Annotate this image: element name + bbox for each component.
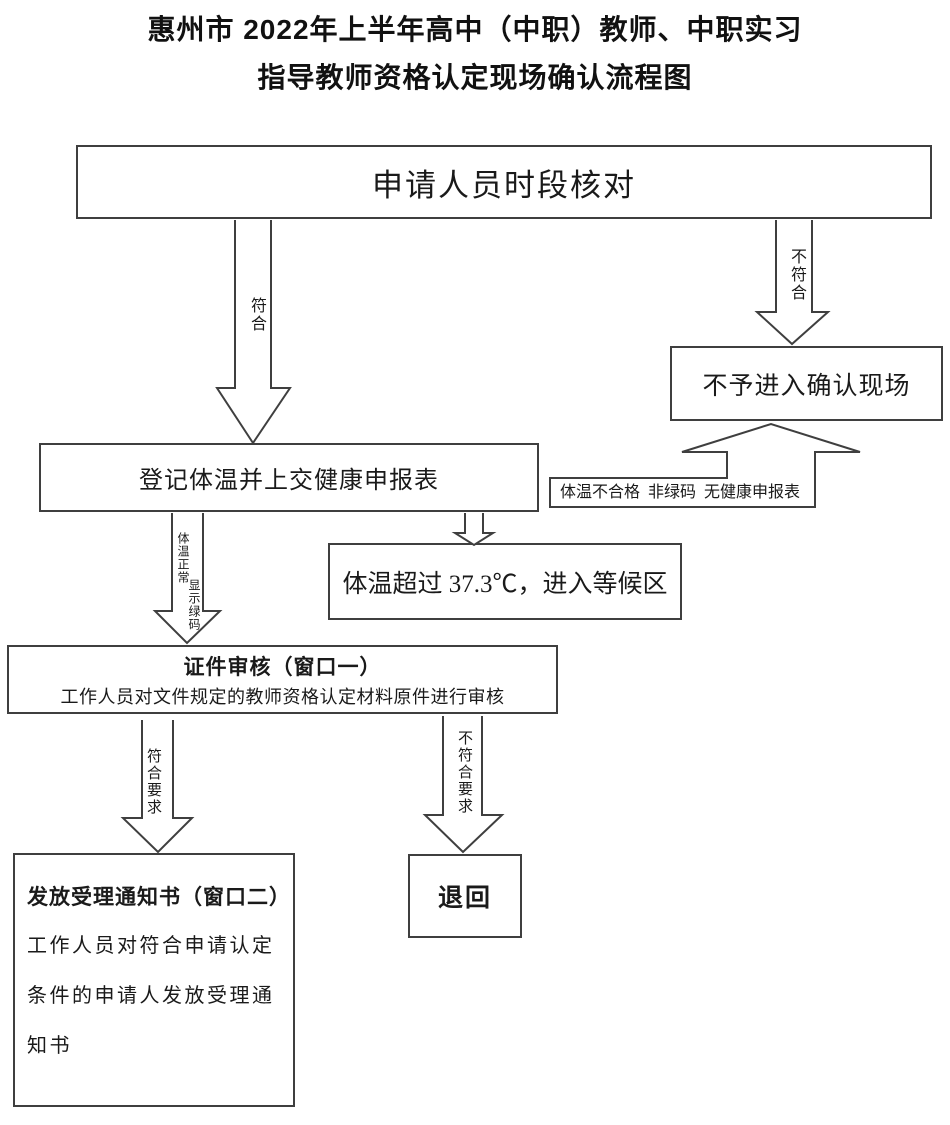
arrow-not-meet-req-down-icon bbox=[422, 716, 505, 854]
arrow-fail-down-icon bbox=[754, 220, 831, 346]
edge-label-meet-requirements: 符合要求 bbox=[145, 748, 161, 816]
node-issue-notice-desc: 工作人员对符合申请认定条件的申请人发放受理通知书 bbox=[27, 935, 275, 1057]
arrow-temp-ok-down-icon bbox=[152, 513, 223, 645]
node-credential-check-title: 证件审核（窗口一） bbox=[183, 655, 382, 679]
node-return: 退回 bbox=[408, 854, 522, 938]
page-title-line1: 惠州市 2022年上半年高中（中职）教师、中职实习 bbox=[147, 14, 803, 45]
node-fever-waiting-area-label: 体温超过 37.3℃，进入等候区 bbox=[342, 570, 668, 598]
node-time-check: 申请人员时段核对 bbox=[76, 145, 932, 219]
node-deny-entry: 不予进入确认现场 bbox=[670, 346, 943, 421]
edge-label-temp-fail-note: 体温不合格 非绿码 无健康申报表 bbox=[560, 484, 801, 501]
node-deny-entry-label: 不予进入确认现场 bbox=[702, 372, 911, 400]
node-fever-waiting-area: 体温超过 37.3℃，进入等候区 bbox=[328, 543, 682, 620]
node-return-label: 退回 bbox=[437, 885, 492, 912]
edge-label-fail: 不符合 bbox=[788, 248, 805, 302]
node-issue-notice: 发放受理通知书（窗口二） 工作人员对符合申请认定条件的申请人发放受理通知书 bbox=[13, 853, 295, 1107]
node-register-temperature: 登记体温并上交健康申报表 bbox=[39, 443, 539, 512]
arrow-pass-down-icon bbox=[215, 220, 292, 445]
arrow-temp-fail-note-up-icon bbox=[549, 422, 861, 508]
edge-label-temp-normal: 体温正常 bbox=[176, 532, 190, 584]
arrow-meet-req-down-icon bbox=[120, 720, 195, 854]
node-issue-notice-title: 发放受理通知书（窗口二） bbox=[27, 885, 291, 909]
node-credential-check-desc: 工作人员对文件规定的教师资格认定材料原件进行审核 bbox=[60, 687, 505, 707]
node-credential-check: 证件审核（窗口一） 工作人员对文件规定的教师资格认定材料原件进行审核 bbox=[7, 645, 558, 714]
edge-label-green-code: 显示绿码 bbox=[187, 579, 201, 631]
node-register-temperature-label: 登记体温并上交健康申报表 bbox=[139, 468, 439, 494]
edge-label-not-meet-requirements: 不符合要求 bbox=[456, 730, 472, 815]
edge-label-pass: 符合 bbox=[248, 297, 265, 333]
arrow-fever-down-icon bbox=[451, 513, 497, 547]
node-time-check-label: 申请人员时段核对 bbox=[372, 167, 636, 203]
page-title-line2: 指导教师资格认定现场确认流程图 bbox=[257, 62, 693, 93]
